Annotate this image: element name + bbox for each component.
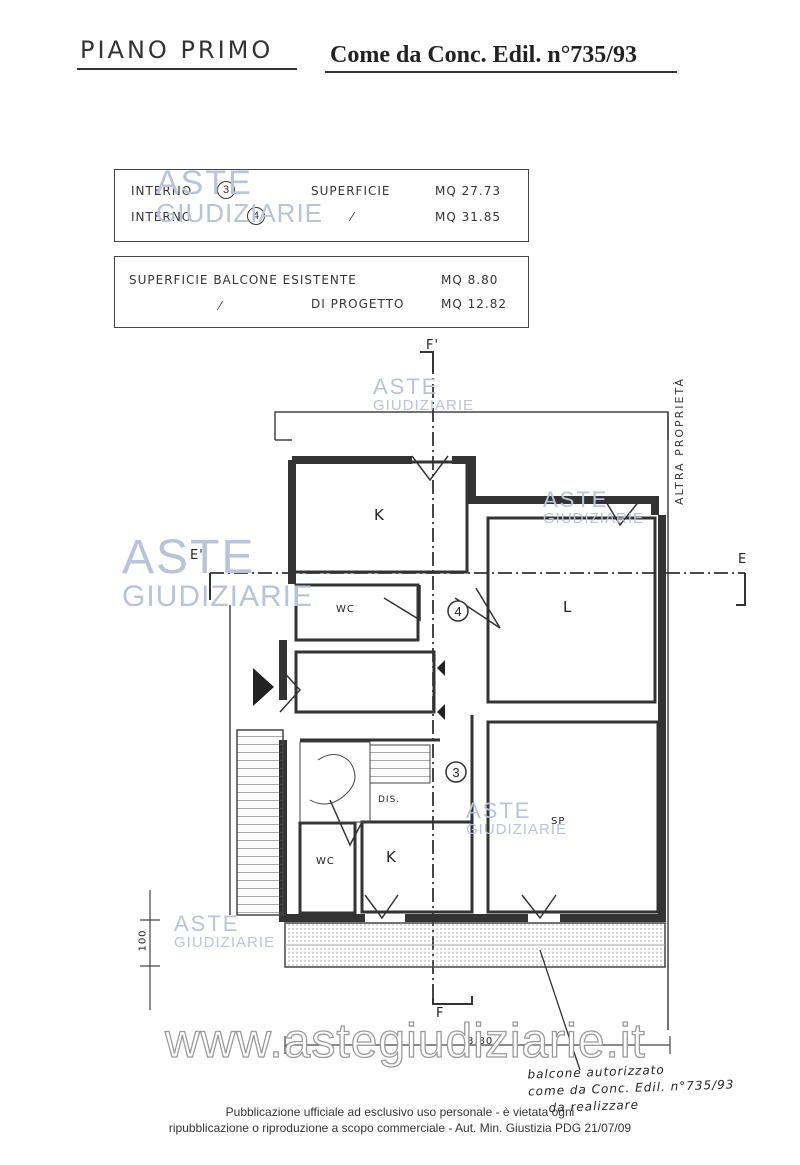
area-row-1-field: SUPERFICIE <box>311 184 391 198</box>
boundary-lines <box>274 411 669 1030</box>
area-row-2-label: INTERNO <box>131 210 193 224</box>
unit-markers <box>445 600 469 783</box>
balcony <box>284 922 666 1071</box>
section-line-f <box>420 351 473 1005</box>
watermark-5-line2: GIUDIZIARIE <box>466 821 568 838</box>
watermark-3-line2: GIUDIZIARIE <box>543 510 645 527</box>
section-f-bottom-label: F <box>436 1006 445 1021</box>
interior-walls <box>290 460 660 915</box>
watermark-3: ASTE GIUDIZIARIE <box>543 487 645 527</box>
area-row-1-label: INTERNO <box>131 184 193 198</box>
room-k-top: K <box>374 506 385 524</box>
section-line-e <box>209 572 746 606</box>
unit-3-marker-label: 3 <box>452 765 459 780</box>
footer-disclaimer: Pubblicazione ufficiale ad esclusivo uso… <box>0 1104 800 1136</box>
permit-underline <box>325 71 677 73</box>
unit-4-circle: 4 <box>247 207 265 225</box>
flow-arrows <box>437 660 445 720</box>
area-row-2-field: ⁄ <box>351 210 355 224</box>
floor-title: PIANO PRIMO <box>80 36 274 64</box>
title-underline <box>77 68 297 70</box>
footer-line-2: ripubblicazione o riproduzione a scopo c… <box>168 1121 632 1135</box>
watermark-5: ASTE GIUDIZIARIE <box>466 798 568 838</box>
watermark-2-line2: GIUDIZIARIE <box>373 397 475 414</box>
dimension-height: 100 <box>137 929 149 952</box>
balcony-row-1-label: SUPERFICIE BALCONE ESISTENTE <box>129 273 357 287</box>
unit-3-circle: 3 <box>217 181 235 199</box>
balcony-row-2-label: ⁄ <box>219 299 223 313</box>
balcony-row-2-sub: DI PROGETTO <box>311 297 405 311</box>
watermark-site-url: www.astegiudiziarie.it <box>164 1014 646 1068</box>
area-table: INTERNO 3 SUPERFICIE MQ 27.73 INTERNO 4 … <box>114 169 529 242</box>
room-wc-top: WC <box>336 604 355 615</box>
watermark-4-line2: GIUDIZIARIE <box>122 580 314 613</box>
area-row-2-unit: 4 <box>247 207 265 225</box>
section-e-left-label: E' <box>190 548 204 563</box>
watermark-5-line1: ASTE <box>466 798 532 823</box>
dimension-width: 8.80 <box>467 1036 494 1047</box>
area-row-2-value: MQ 31.85 <box>435 210 501 224</box>
room-dis: DIS. <box>378 795 401 805</box>
watermark-6-line2: GIUDIZIARIE <box>174 934 276 951</box>
boundary-label: ALTRA PROPRIETÀ <box>673 377 686 505</box>
permit-reference: Come da Conc. Edil. n°735/93 <box>330 42 637 68</box>
balcony-table: SUPERFICIE BALCONE ESISTENTE MQ 8.80 ⁄ D… <box>114 256 529 328</box>
watermark-1-line2: GIUDIZIARIE <box>156 198 324 228</box>
watermark-1: ASTE GIUDIZIARIE <box>156 166 323 226</box>
watermark-2-line1: ASTE <box>373 374 439 399</box>
watermark-4-line1: ASTE <box>122 531 256 584</box>
balcony-row-1-value: MQ 8.80 <box>441 273 499 287</box>
area-row-1-unit: 3 <box>217 181 235 199</box>
unit-4-marker-label: 4 <box>454 604 461 619</box>
door-swings <box>279 455 641 920</box>
watermark-2: ASTE GIUDIZIARIE <box>373 374 475 414</box>
watermark-3-line1: ASTE <box>543 487 609 512</box>
watermark-4: ASTE GIUDIZIARIE <box>122 534 313 612</box>
area-row-1-value: MQ 27.73 <box>435 184 501 198</box>
footer-line-1: Pubblicazione ufficiale ad esclusivo uso… <box>225 1105 575 1119</box>
internal-stair <box>299 741 431 823</box>
room-k-bottom: K <box>386 848 397 866</box>
section-f-top-label: F' <box>426 338 440 353</box>
room-l: L <box>563 598 573 616</box>
room-sp: SP <box>551 816 566 827</box>
section-e-right-label: E <box>738 552 748 567</box>
watermark-6-line1: ASTE <box>174 911 240 936</box>
external-staircase <box>229 605 284 916</box>
watermark-1-line1: ASTE <box>156 164 253 202</box>
watermark-6: ASTE GIUDIZIARIE <box>174 911 276 951</box>
dimension-lines <box>140 890 671 1054</box>
balcony-row-2-value: MQ 12.82 <box>441 297 507 311</box>
room-wc-bottom: WC <box>316 856 335 867</box>
